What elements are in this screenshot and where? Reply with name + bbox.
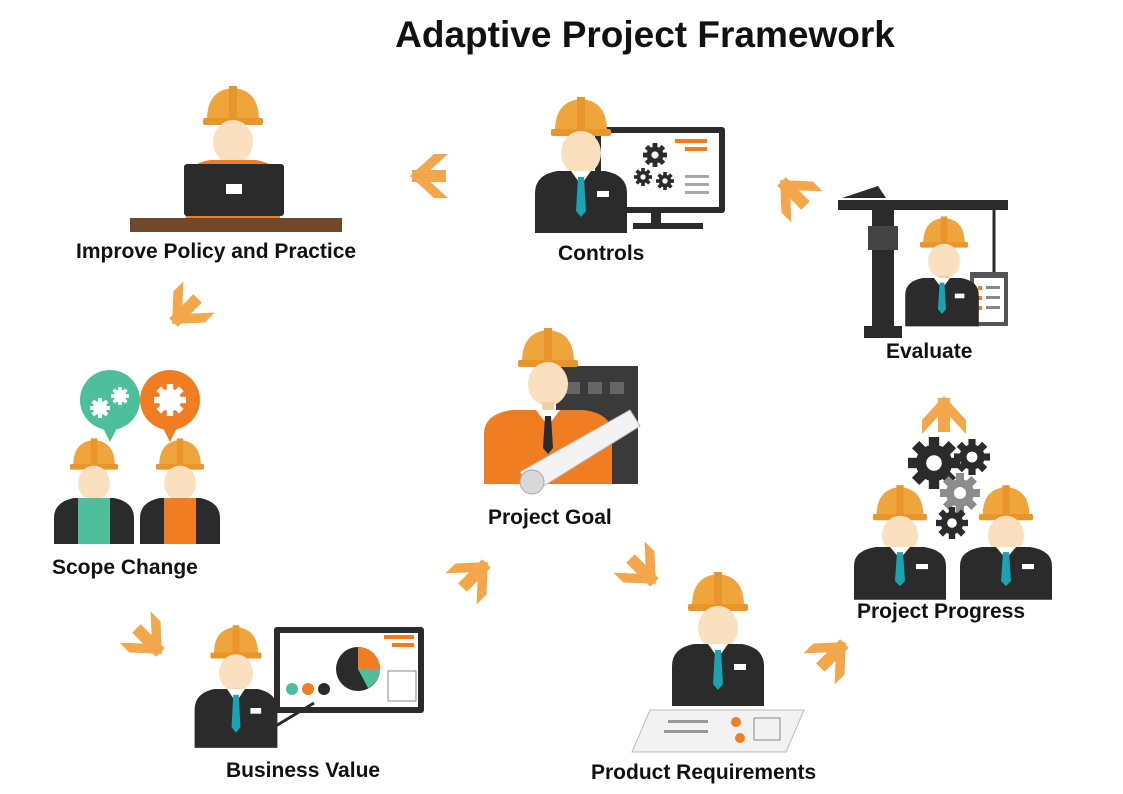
product-requirements-illustration [631, 572, 805, 753]
controls-illustration [535, 97, 725, 233]
arrow-icon [613, 541, 672, 600]
project-goal-illustration [484, 328, 641, 495]
gear-icon [80, 370, 140, 442]
evaluate-label: Evaluate [886, 340, 973, 363]
business-value-label: Business Value [226, 759, 381, 782]
controls-label: Controls [558, 242, 645, 265]
arrow-icon [156, 281, 215, 340]
crane-icon [838, 186, 1008, 338]
evaluate-illustration [838, 186, 1008, 338]
laptop-icon [184, 164, 284, 216]
project-goal-label: Project Goal [488, 506, 612, 529]
arrow-icon [445, 546, 504, 605]
gear-icon [140, 370, 200, 442]
arrow-icon [764, 164, 823, 223]
business-value-illustration [194, 625, 424, 748]
arrow-icon [803, 626, 862, 685]
arrow-icon [410, 154, 448, 198]
arrow-icon [119, 611, 178, 670]
diagram-title: Adaptive Project Framework [395, 14, 895, 55]
scope-change-illustration [54, 370, 220, 544]
product-requirements-label: Product Requirements [591, 761, 817, 784]
improve-label: Improve Policy and Practice [76, 240, 357, 263]
improve-illustration [130, 86, 342, 232]
arrow-icon [922, 396, 966, 434]
scope-change-label: Scope Change [52, 556, 198, 579]
project-progress-label: Project Progress [857, 600, 1026, 623]
